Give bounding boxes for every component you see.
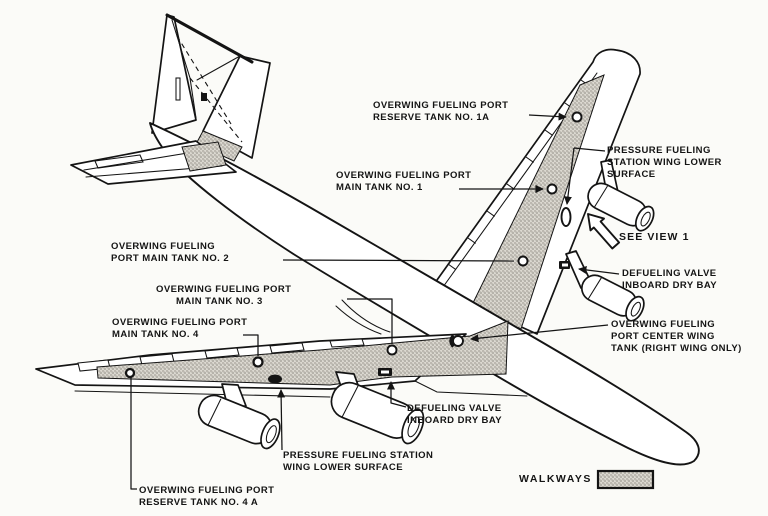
leader-main-3: [347, 298, 393, 344]
left-stab-walkway: [181, 141, 227, 172]
fin-hidden-line-2: [189, 77, 243, 143]
fuselage: [149, 122, 700, 466]
port-reserve-tank-1a: [571, 111, 583, 123]
leader-lines: [130, 112, 620, 490]
fueling-ports: [124, 111, 583, 384]
engine-2: [330, 381, 425, 445]
leader-pressure-top-b: [563, 147, 575, 205]
stab-root-line: [196, 55, 241, 81]
port-center-wing-tank-crescent: [449, 334, 455, 348]
engine-1: [197, 394, 281, 450]
defueling-valve-bottom-slot: [381, 370, 389, 374]
engine-3: [587, 182, 655, 232]
left-wing-lower-line: [74, 390, 331, 398]
port-main-tank-3: [386, 344, 398, 356]
left-wing-flap-line: [414, 380, 528, 397]
fin-stab-leading-edge: [165, 13, 254, 64]
port-main-tank-1: [546, 183, 558, 195]
leader-main-4: [243, 334, 259, 356]
fin-marker: [201, 93, 207, 101]
leader-pressure-top-a: [573, 147, 606, 152]
leader-reserve-1a: [528, 112, 567, 121]
left-wing-walkway: [96, 320, 509, 386]
defueling-valve-right-slot: [562, 263, 568, 267]
left-stabilizer-group: [70, 140, 237, 185]
walkways-legend-swatch: [596, 469, 655, 490]
port-reserve-tank-4a: [124, 367, 136, 379]
left-wing-group: [35, 299, 528, 450]
wing-root-fairing: [335, 299, 391, 335]
leader-defuel-bottom: [387, 381, 407, 408]
leader-main-2: [282, 259, 515, 262]
leader-defuel-right: [578, 265, 620, 275]
left-stab-tip-panel: [94, 154, 144, 169]
see-view-1-arrow: [587, 213, 621, 250]
port-main-tank-2: [517, 255, 529, 267]
vertical-fin: [151, 14, 197, 134]
label-see-view-1: SEE VIEW 1: [619, 231, 690, 243]
port-center-wing-tank: [452, 335, 464, 347]
pressure-station-right-wing: [560, 207, 572, 227]
port-main-tank-4: [252, 356, 264, 368]
fin-panel: [175, 77, 181, 101]
pressure-station-left-wing: [268, 374, 282, 384]
leader-pressure-bottom: [277, 389, 286, 451]
walkways-legend-label: WALKWAYS: [519, 473, 592, 485]
right-stabilizer: [202, 55, 271, 159]
engine-4: [581, 274, 645, 322]
leader-reserve-4a: [130, 378, 137, 490]
leader-center-tank: [470, 324, 609, 343]
tail-group: [151, 13, 271, 159]
